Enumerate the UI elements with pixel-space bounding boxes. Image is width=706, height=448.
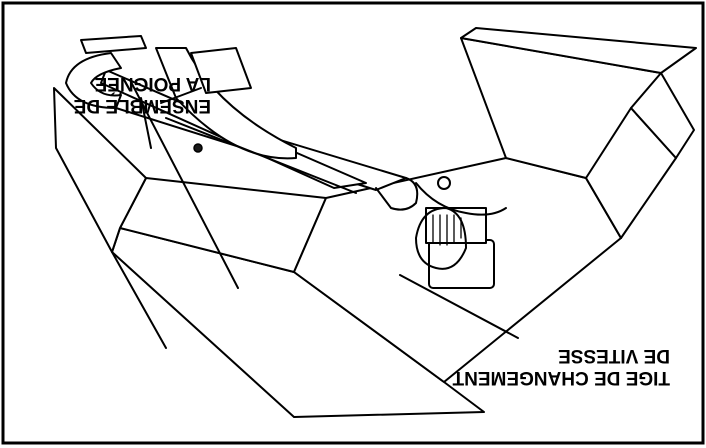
engine-cap	[437, 176, 451, 190]
engine-cable	[415, 182, 507, 216]
handle-assembly	[65, 35, 419, 211]
carton-fold-line	[111, 251, 167, 349]
shift-rod	[165, 117, 357, 194]
handle-loop	[375, 177, 419, 211]
engine-body	[415, 207, 467, 270]
handle-assembly-label-line2: LA POIGNÉE	[95, 73, 211, 95]
upside-down-illustration	[53, 27, 697, 418]
engine-fins	[432, 214, 462, 246]
shift-rod-line	[165, 117, 357, 194]
handle-assembly-leader-line	[129, 79, 239, 289]
handle-grip	[65, 52, 122, 109]
shift-rod-label-line1: TIGE DE CHANGEMENT	[452, 367, 670, 388]
handle-pivot	[193, 143, 203, 153]
shift-rod-leader-line	[399, 274, 519, 339]
carton-rear-flap-edge	[630, 72, 695, 159]
labels-upside-down: ENSEMBLE DE LA POIGNÉE TIGE DE CHANGEMEN…	[74, 73, 670, 388]
handle-plate	[190, 47, 252, 94]
handle-crossbar	[80, 35, 147, 54]
carton-top-flap	[460, 27, 697, 74]
shift-rod-label-line2: DE VITESSE	[558, 345, 670, 366]
engine-base	[428, 239, 495, 289]
engine-assembly	[415, 176, 507, 289]
handle-leader	[160, 87, 202, 104]
carton-right-side	[53, 87, 147, 253]
handle-assembly-label-line1: ENSEMBLE DE	[74, 95, 211, 116]
